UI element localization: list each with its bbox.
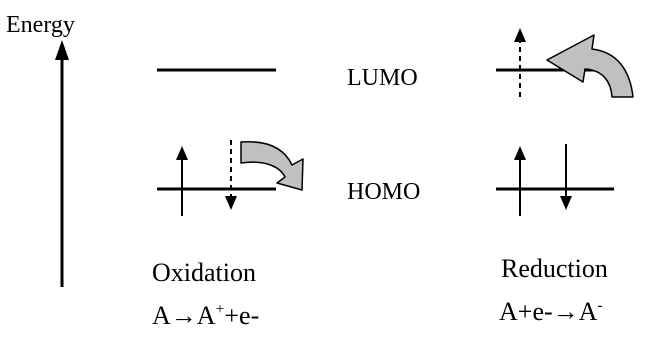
oxidation-orbitals xyxy=(157,68,304,216)
oxidation-curved-arrow xyxy=(240,141,304,191)
reduction-orbitals xyxy=(496,28,634,216)
oxidation-equation-charge: + xyxy=(215,301,225,318)
reduction-label: Reduction xyxy=(501,254,608,283)
oxidation-equation: A→A++e- xyxy=(152,301,260,330)
reduction-equation-base: A+e-→A xyxy=(499,297,598,326)
oxidation-equation-base: A→A xyxy=(152,301,216,330)
oxidation-removed-arrowhead xyxy=(225,196,237,210)
reduction-spin-down-arrowhead xyxy=(560,196,572,210)
energy-axis xyxy=(55,40,69,287)
lumo-label: LUMO xyxy=(347,65,418,91)
oxidation-equation-tail: +e- xyxy=(224,301,260,330)
reduction-added-arrowhead xyxy=(514,28,526,42)
energy-axis-label: Energy xyxy=(6,12,75,38)
homo-label: HOMO xyxy=(347,179,421,205)
reduction-equation-charge: - xyxy=(597,297,603,314)
reduction-equation: A+e-→A- xyxy=(499,297,603,326)
oxidation-spin-up-arrowhead xyxy=(176,146,188,160)
reduction-spin-up-arrowhead xyxy=(514,146,526,160)
oxidation-label: Oxidation xyxy=(152,258,256,287)
reduction-curved-arrow xyxy=(546,34,634,98)
energy-axis-arrowhead xyxy=(55,40,69,60)
